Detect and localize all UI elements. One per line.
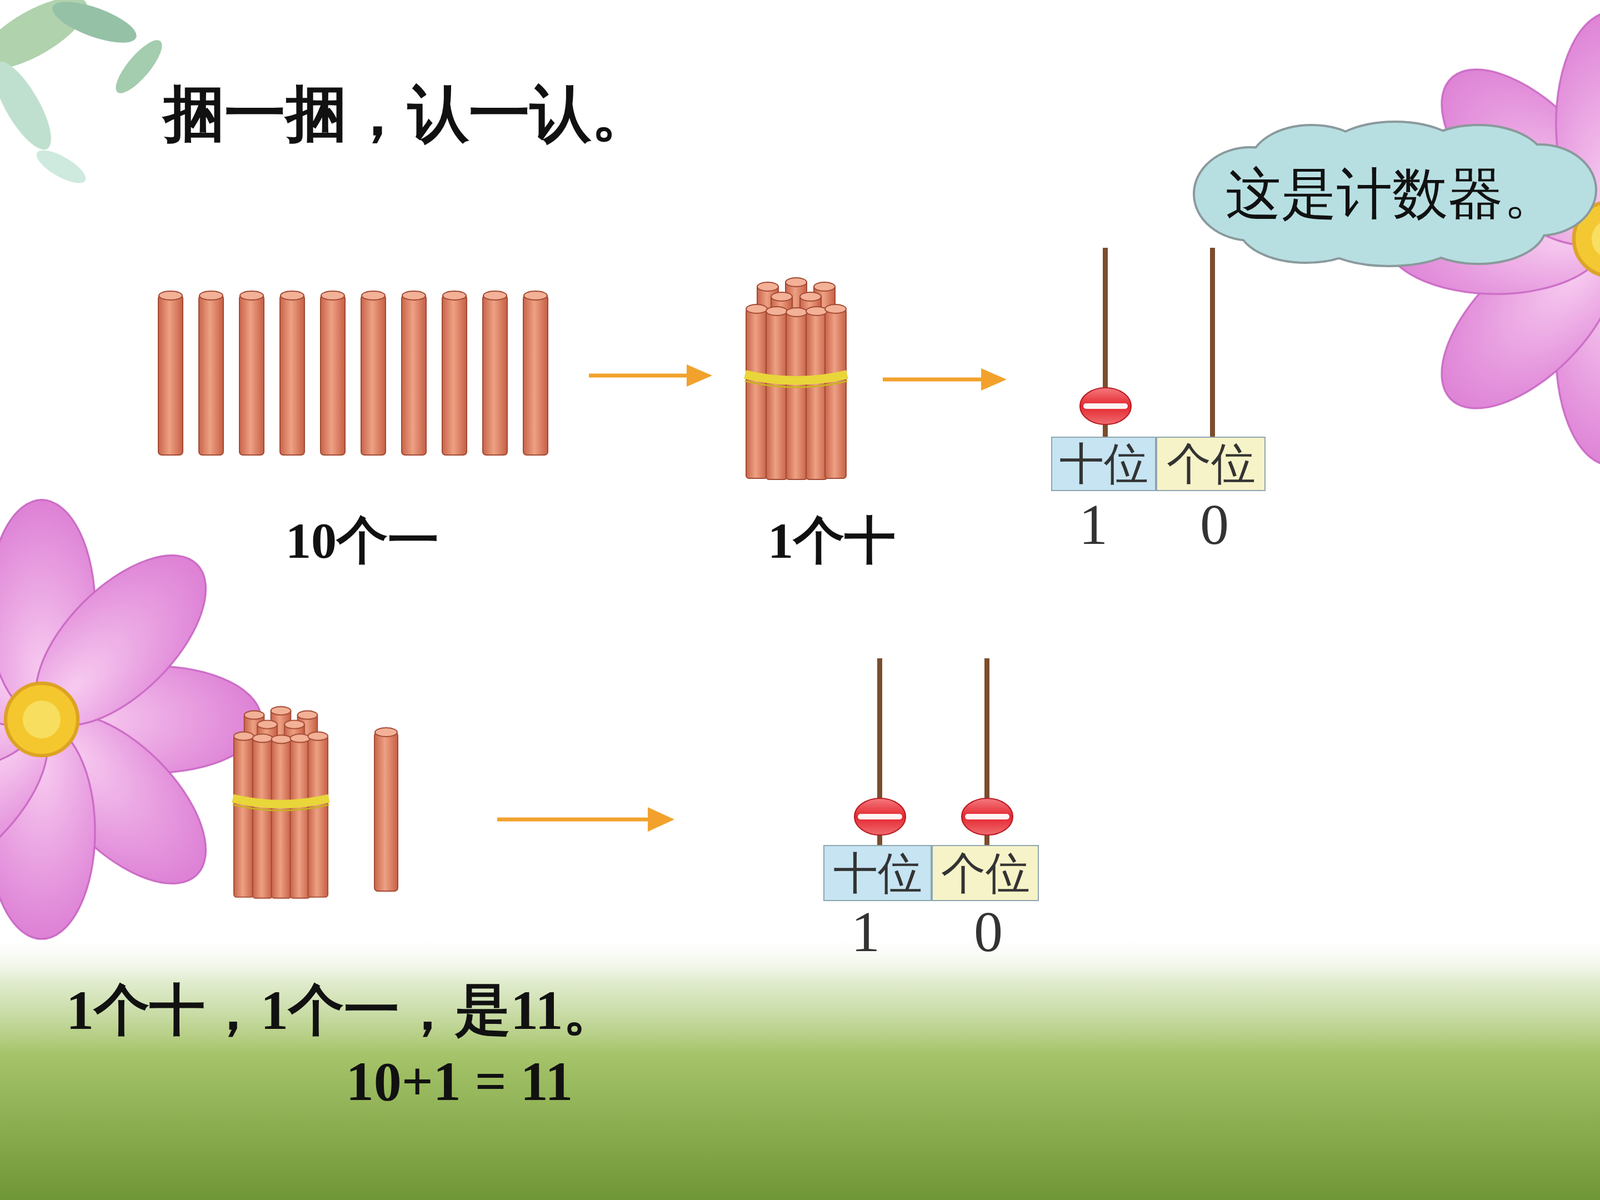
place-digit: 1 xyxy=(1078,492,1108,557)
place-label: 十位 xyxy=(833,848,923,898)
single-stick xyxy=(374,727,398,892)
cloud-text: 这是计数器。 xyxy=(1225,163,1559,225)
stick-bundle xyxy=(232,706,329,899)
place-digit: 0 xyxy=(973,900,1003,964)
leaves xyxy=(0,0,169,190)
flower xyxy=(0,500,262,940)
place-label: 个位 xyxy=(941,848,1030,898)
place-value-box: 十位 xyxy=(1051,436,1157,492)
counter-rods xyxy=(854,658,1013,847)
thought-cloud: 这是计数器。 xyxy=(1183,120,1600,268)
place-digit: 0 xyxy=(1200,492,1229,557)
place-digit: 1 xyxy=(851,900,880,964)
place-value-box: 十位 xyxy=(823,845,932,902)
place-value-box: 个位 xyxy=(1156,436,1266,492)
grass-ground xyxy=(0,933,1600,1200)
caption-text: 1个十 xyxy=(767,512,896,569)
ten-sticks xyxy=(158,291,548,455)
counter-rods xyxy=(1080,247,1215,438)
place-label: 十位 xyxy=(1059,439,1149,489)
stick-bundle xyxy=(745,277,848,480)
caption-text: 1个十，1个一，是11。 xyxy=(66,980,619,1042)
place-label: 个位 xyxy=(1166,439,1256,489)
slide-title: 捆一捆，认一认。 xyxy=(163,80,653,148)
place-value-box: 个位 xyxy=(931,845,1039,902)
caption-text: 10个一 xyxy=(285,512,439,569)
caption-text: 10+1 = 11 xyxy=(346,1051,573,1113)
